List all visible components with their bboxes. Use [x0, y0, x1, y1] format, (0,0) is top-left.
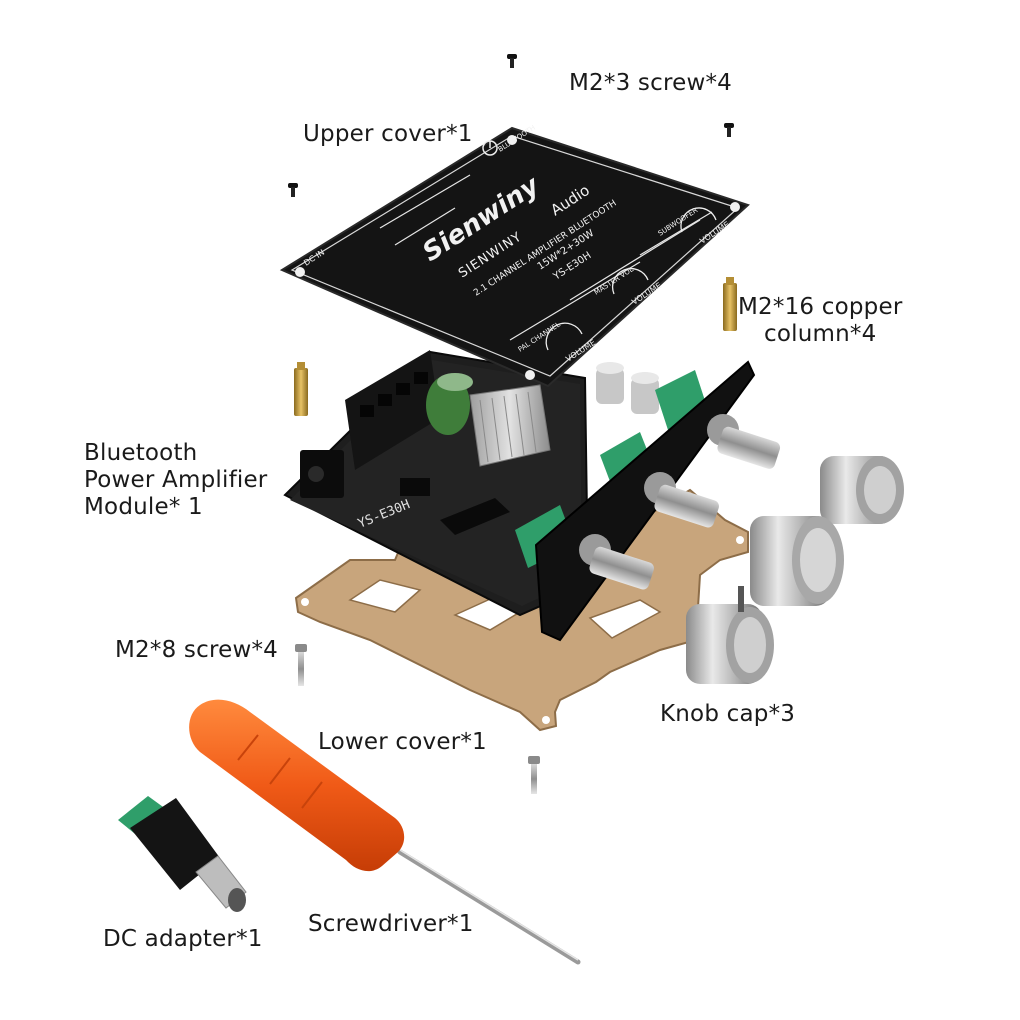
bottom-screw: [528, 756, 540, 794]
label-bluetooth-module: Bluetooth Power Amplifier Module* 1: [84, 440, 268, 520]
volume-arc-icon: [545, 207, 717, 351]
label-knob-cap: Knob cap*3: [660, 701, 796, 727]
potentiometer: [707, 414, 781, 469]
top-screw: [724, 123, 734, 137]
label-m2x8-screw: M2*8 screw*4: [115, 637, 278, 663]
knob-cap: [686, 604, 774, 684]
power-button-icon: [482, 140, 498, 156]
label-lower-cover: Lower cover*1: [318, 729, 487, 755]
label-upper-cover: Upper cover*1: [303, 121, 473, 147]
label-copper-column: M2*16 copper column*4: [738, 294, 903, 347]
screwdriver: [189, 699, 581, 965]
bottom-screw: [295, 644, 307, 686]
dc-adapter: [118, 796, 247, 912]
copper-column: [723, 277, 737, 331]
amplifier-module: YS-E30H: [283, 350, 708, 617]
potentiometer: [644, 472, 719, 528]
knob-cap: [750, 516, 844, 606]
label-dc-adapter: DC adapter*1: [103, 926, 263, 952]
label-screwdriver: Screwdriver*1: [308, 911, 474, 937]
knob-cap: [820, 456, 904, 524]
top-screw: [288, 183, 298, 197]
label-m2x3-screw: M2*3 screw*4: [569, 70, 732, 96]
knob-shaft: [738, 586, 744, 612]
copper-column: [294, 362, 308, 416]
potentiometer: [579, 534, 654, 590]
upper-cover: Sienwiny Audio SIENWINY 2.1 CHANNEL AMPL…: [279, 124, 750, 388]
top-screw: [507, 54, 517, 68]
front-panel: [534, 360, 781, 642]
